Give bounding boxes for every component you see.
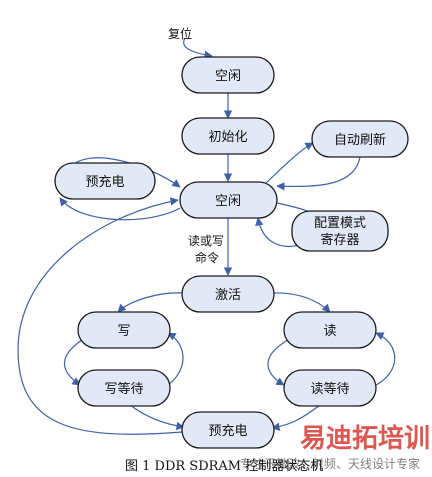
state-mode-register-label-2: 寄存器 — [320, 232, 359, 248]
watermark-brand: 易迪拓培训 — [300, 424, 430, 454]
edge-reset-to-idle — [183, 37, 213, 59]
label-read-write-command-1: 读或写 — [188, 234, 224, 248]
edge-mode-reg-to-idle — [255, 217, 301, 247]
edge-read-wait-to-read — [375, 332, 396, 386]
edge-write-to-write-wait — [63, 339, 83, 386]
state-read-wait: 读等待 — [283, 369, 377, 407]
edges — [17, 37, 396, 435]
edge-read-wait-to-precharge — [271, 404, 321, 431]
state-precharge-bottom-label: 预充电 — [208, 423, 247, 439]
edge-activate-to-read — [273, 292, 331, 313]
state-write-wait: 写等待 — [77, 369, 171, 407]
edge-idle-to-precharge-left — [59, 197, 181, 221]
state-write-label: 写 — [117, 324, 130, 339]
edge-write-wait-to-write — [167, 332, 184, 386]
edge-precharge-to-idle-main — [17, 197, 183, 435]
state-activate: 激活 — [181, 275, 275, 313]
state-read: 读 — [283, 311, 377, 349]
watermark-tagline: 专注于微波、射频、天线设计专家 — [240, 456, 420, 471]
state-precharge-bottom: 预充电 — [181, 411, 275, 449]
edge-write-wait-to-precharge — [129, 404, 185, 431]
edge-auto-refresh-to-idle — [276, 156, 361, 191]
state-read-wait-label: 读等待 — [310, 381, 349, 397]
state-write: 写 — [77, 311, 171, 349]
state-idle-main-label: 空闲 — [215, 194, 241, 209]
state-idle-main: 空闲 — [179, 181, 278, 219]
edge-read-to-read-wait — [267, 339, 289, 386]
state-mode-register: 配置模式 寄存器 — [291, 210, 389, 252]
state-idle-top: 空闲 — [181, 56, 275, 94]
state-precharge-left: 预充电 — [54, 162, 156, 200]
figure-caption: 图 1 DDR SDRAM 控制器状态机 — [125, 459, 323, 474]
edge-activate-to-write — [117, 292, 183, 313]
edge-precharge-left-to-idle — [69, 157, 181, 188]
state-init-label: 初始化 — [208, 130, 247, 145]
state-idle-top-label: 空闲 — [215, 69, 241, 84]
state-activate-label: 激活 — [215, 288, 241, 303]
edge-idle-to-auto-refresh — [264, 142, 314, 185]
state-write-wait-label: 写等待 — [104, 381, 143, 397]
state-precharge-left-label: 预充电 — [85, 174, 124, 190]
state-auto-refresh: 自动刷新 — [311, 120, 409, 158]
label-reset: 复位 — [168, 26, 192, 41]
state-read-label: 读 — [323, 324, 336, 339]
state-auto-refresh-label: 自动刷新 — [334, 132, 386, 148]
state-init: 初始化 — [181, 117, 275, 155]
state-mode-register-label-1: 配置模式 — [314, 216, 366, 231]
label-read-write-command-2: 命令 — [195, 250, 219, 265]
